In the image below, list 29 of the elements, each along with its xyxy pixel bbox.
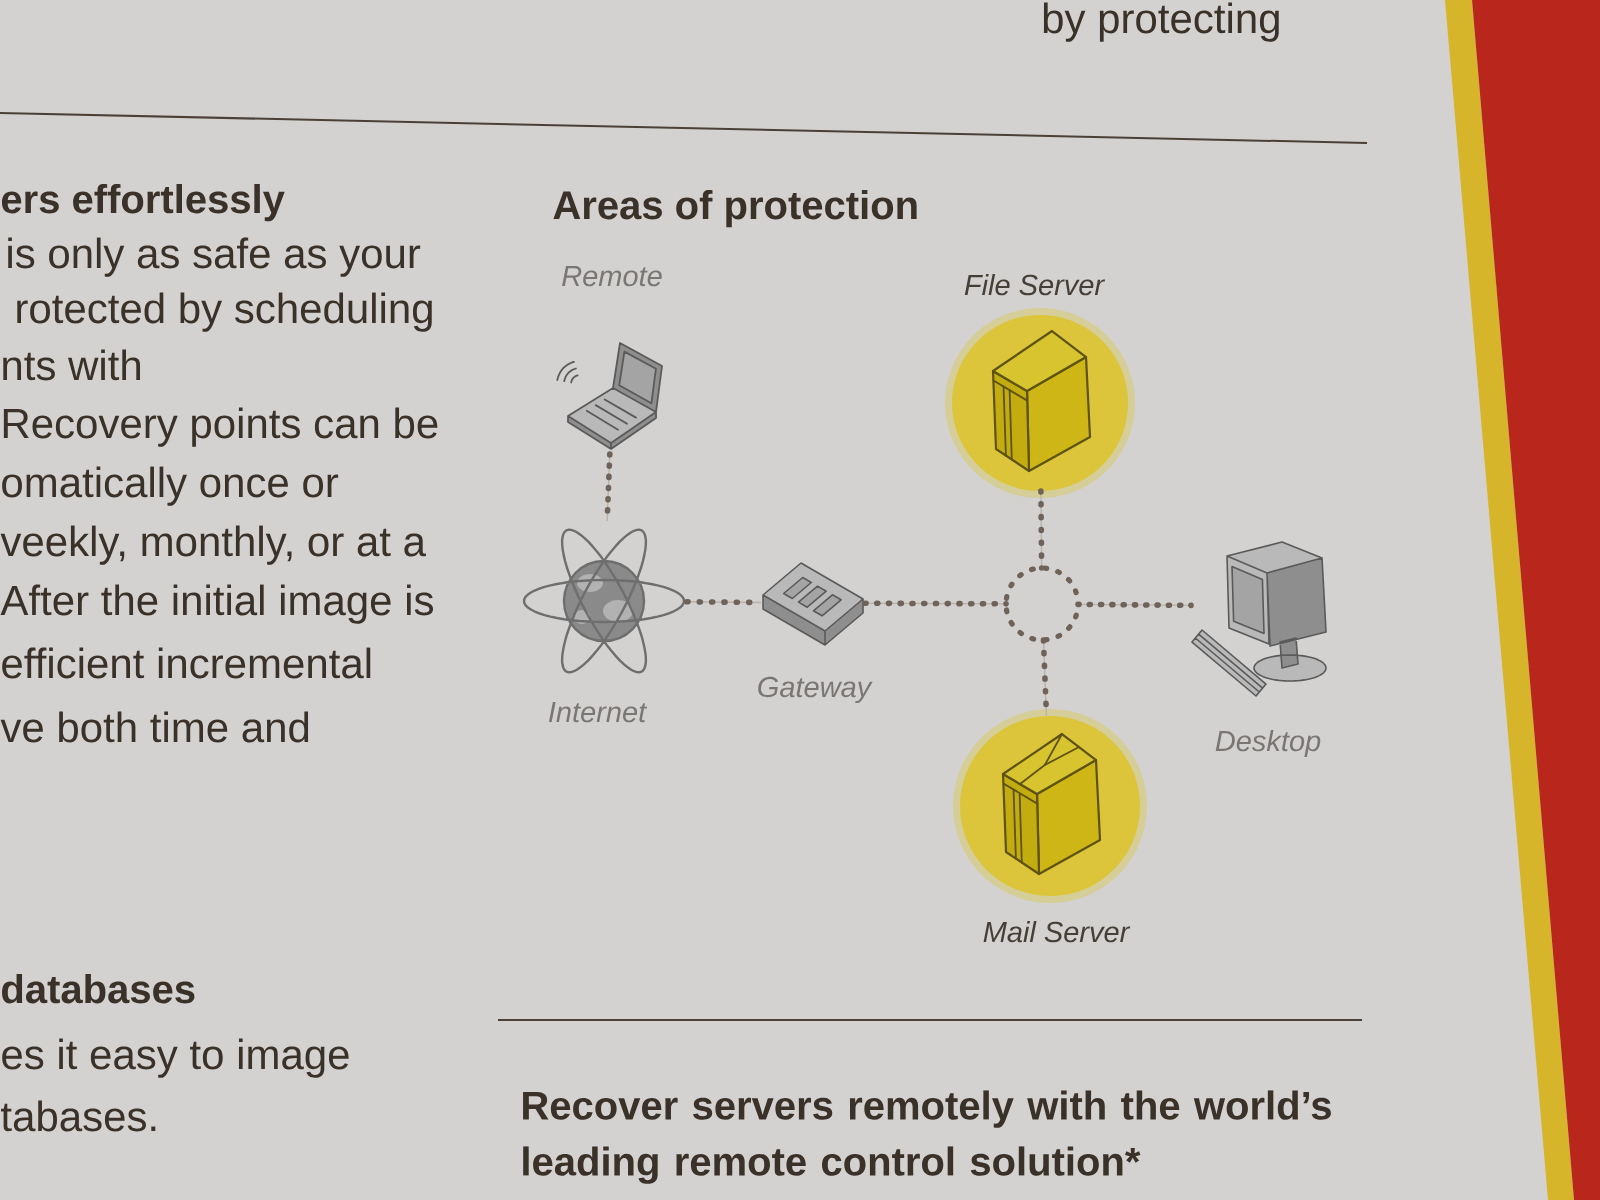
body-text: es it easy to image (2, 1038, 349, 1078)
dotted-line (604, 451, 613, 524)
body-text: tabases. (1, 1100, 156, 1132)
dotted-line (1040, 637, 1050, 719)
body-text: efficient incremental (2, 647, 371, 679)
title: Areas of protection (553, 190, 917, 228)
body-text: is only as safe as your (8, 237, 421, 277)
heading: databases (2, 974, 195, 1004)
device-label: Desktop (1215, 730, 1321, 758)
body-text: ve both time and (0, 711, 309, 743)
body-text: omatically once or (2, 466, 339, 506)
device-label: Gateway (758, 676, 873, 704)
device-label: Internet (549, 702, 648, 723)
body-text: rotected by scheduling (17, 292, 432, 332)
dotted-line (684, 599, 764, 606)
dotted-line (862, 600, 1009, 607)
body-text: nts with (3, 349, 141, 381)
heading: Recover servers remotely with the world’s leading remote control solution* (523, 1090, 1331, 1184)
body-text: by protecting (1043, 2, 1279, 42)
device-label: Remote (562, 266, 662, 287)
device-label: File Server (964, 274, 1106, 296)
body-text: Recovery points can be (3, 407, 438, 447)
body-text: After the initial image is (0, 584, 433, 624)
junction-circle (1003, 565, 1081, 643)
heading: ers effortlessly (1, 184, 285, 222)
dotted-line (1075, 601, 1194, 609)
dotted-line (1038, 488, 1045, 571)
body-text: veekly, monthly, or at a (0, 525, 426, 565)
device-label: Mail Server (983, 921, 1131, 943)
